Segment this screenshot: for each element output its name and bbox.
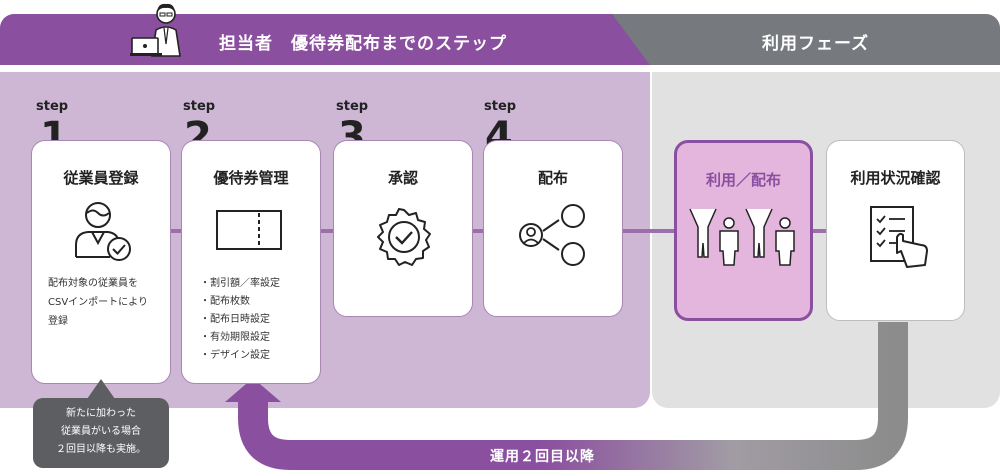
- usage-status-check-title: 利用状況確認: [850, 169, 941, 187]
- usage-use-distribute-title: 利用／配布: [705, 171, 781, 189]
- step-2-label: step: [183, 99, 216, 114]
- loop-label: 運用２回目以降: [490, 449, 595, 465]
- step-1-card: 従業員登録 配布対象の従業員を CSVインポートにより 登録: [31, 140, 171, 384]
- employee-register-icon: [75, 202, 131, 261]
- step-3-title: 承認: [387, 169, 418, 187]
- callout-note: 新たに加わった 従業員がいる場合 ２回目以降も実施。: [33, 398, 169, 468]
- people-group-icon: [689, 208, 795, 266]
- usage-use-distribute-card: 利用／配布: [674, 140, 813, 321]
- step-2-title: 優待券管理: [213, 169, 289, 187]
- approval-seal-icon: [377, 208, 431, 266]
- staff-laptop-icon: [130, 3, 181, 57]
- step-1-label: step: [36, 99, 69, 114]
- usage-phase-title: 利用フェーズ: [762, 34, 870, 54]
- usage-status-check-card: 利用状況確認: [826, 140, 965, 321]
- step-3-label: step: [336, 99, 369, 114]
- step-2-card: 優待券管理 ・割引額／率設定 ・配布枚数 ・配布日時設定 ・有効期限設定 ・デザ…: [181, 140, 321, 384]
- steps-phase-banner: [0, 14, 650, 65]
- checklist-touch-icon: [870, 206, 928, 268]
- steps-phase-title: 担当者 優待券配布までのステップ: [219, 34, 507, 54]
- step-3-card: 承認: [333, 140, 473, 317]
- step-4-label: step: [484, 99, 517, 114]
- step-4-title: 配布: [537, 169, 568, 187]
- callout-pointer: [87, 379, 115, 399]
- step-4-card: 配布: [483, 140, 623, 317]
- step-1-title: 従業員登録: [63, 169, 139, 187]
- distribute-share-icon: [519, 204, 585, 266]
- step-1-description: 配布対象の従業員を CSVインポートにより 登録: [48, 278, 148, 327]
- coupon-ticket-icon: [216, 210, 282, 250]
- step-2-description: ・割引額／率設定 ・配布枚数 ・配布日時設定 ・有効期限設定 ・デザイン設定: [200, 278, 280, 361]
